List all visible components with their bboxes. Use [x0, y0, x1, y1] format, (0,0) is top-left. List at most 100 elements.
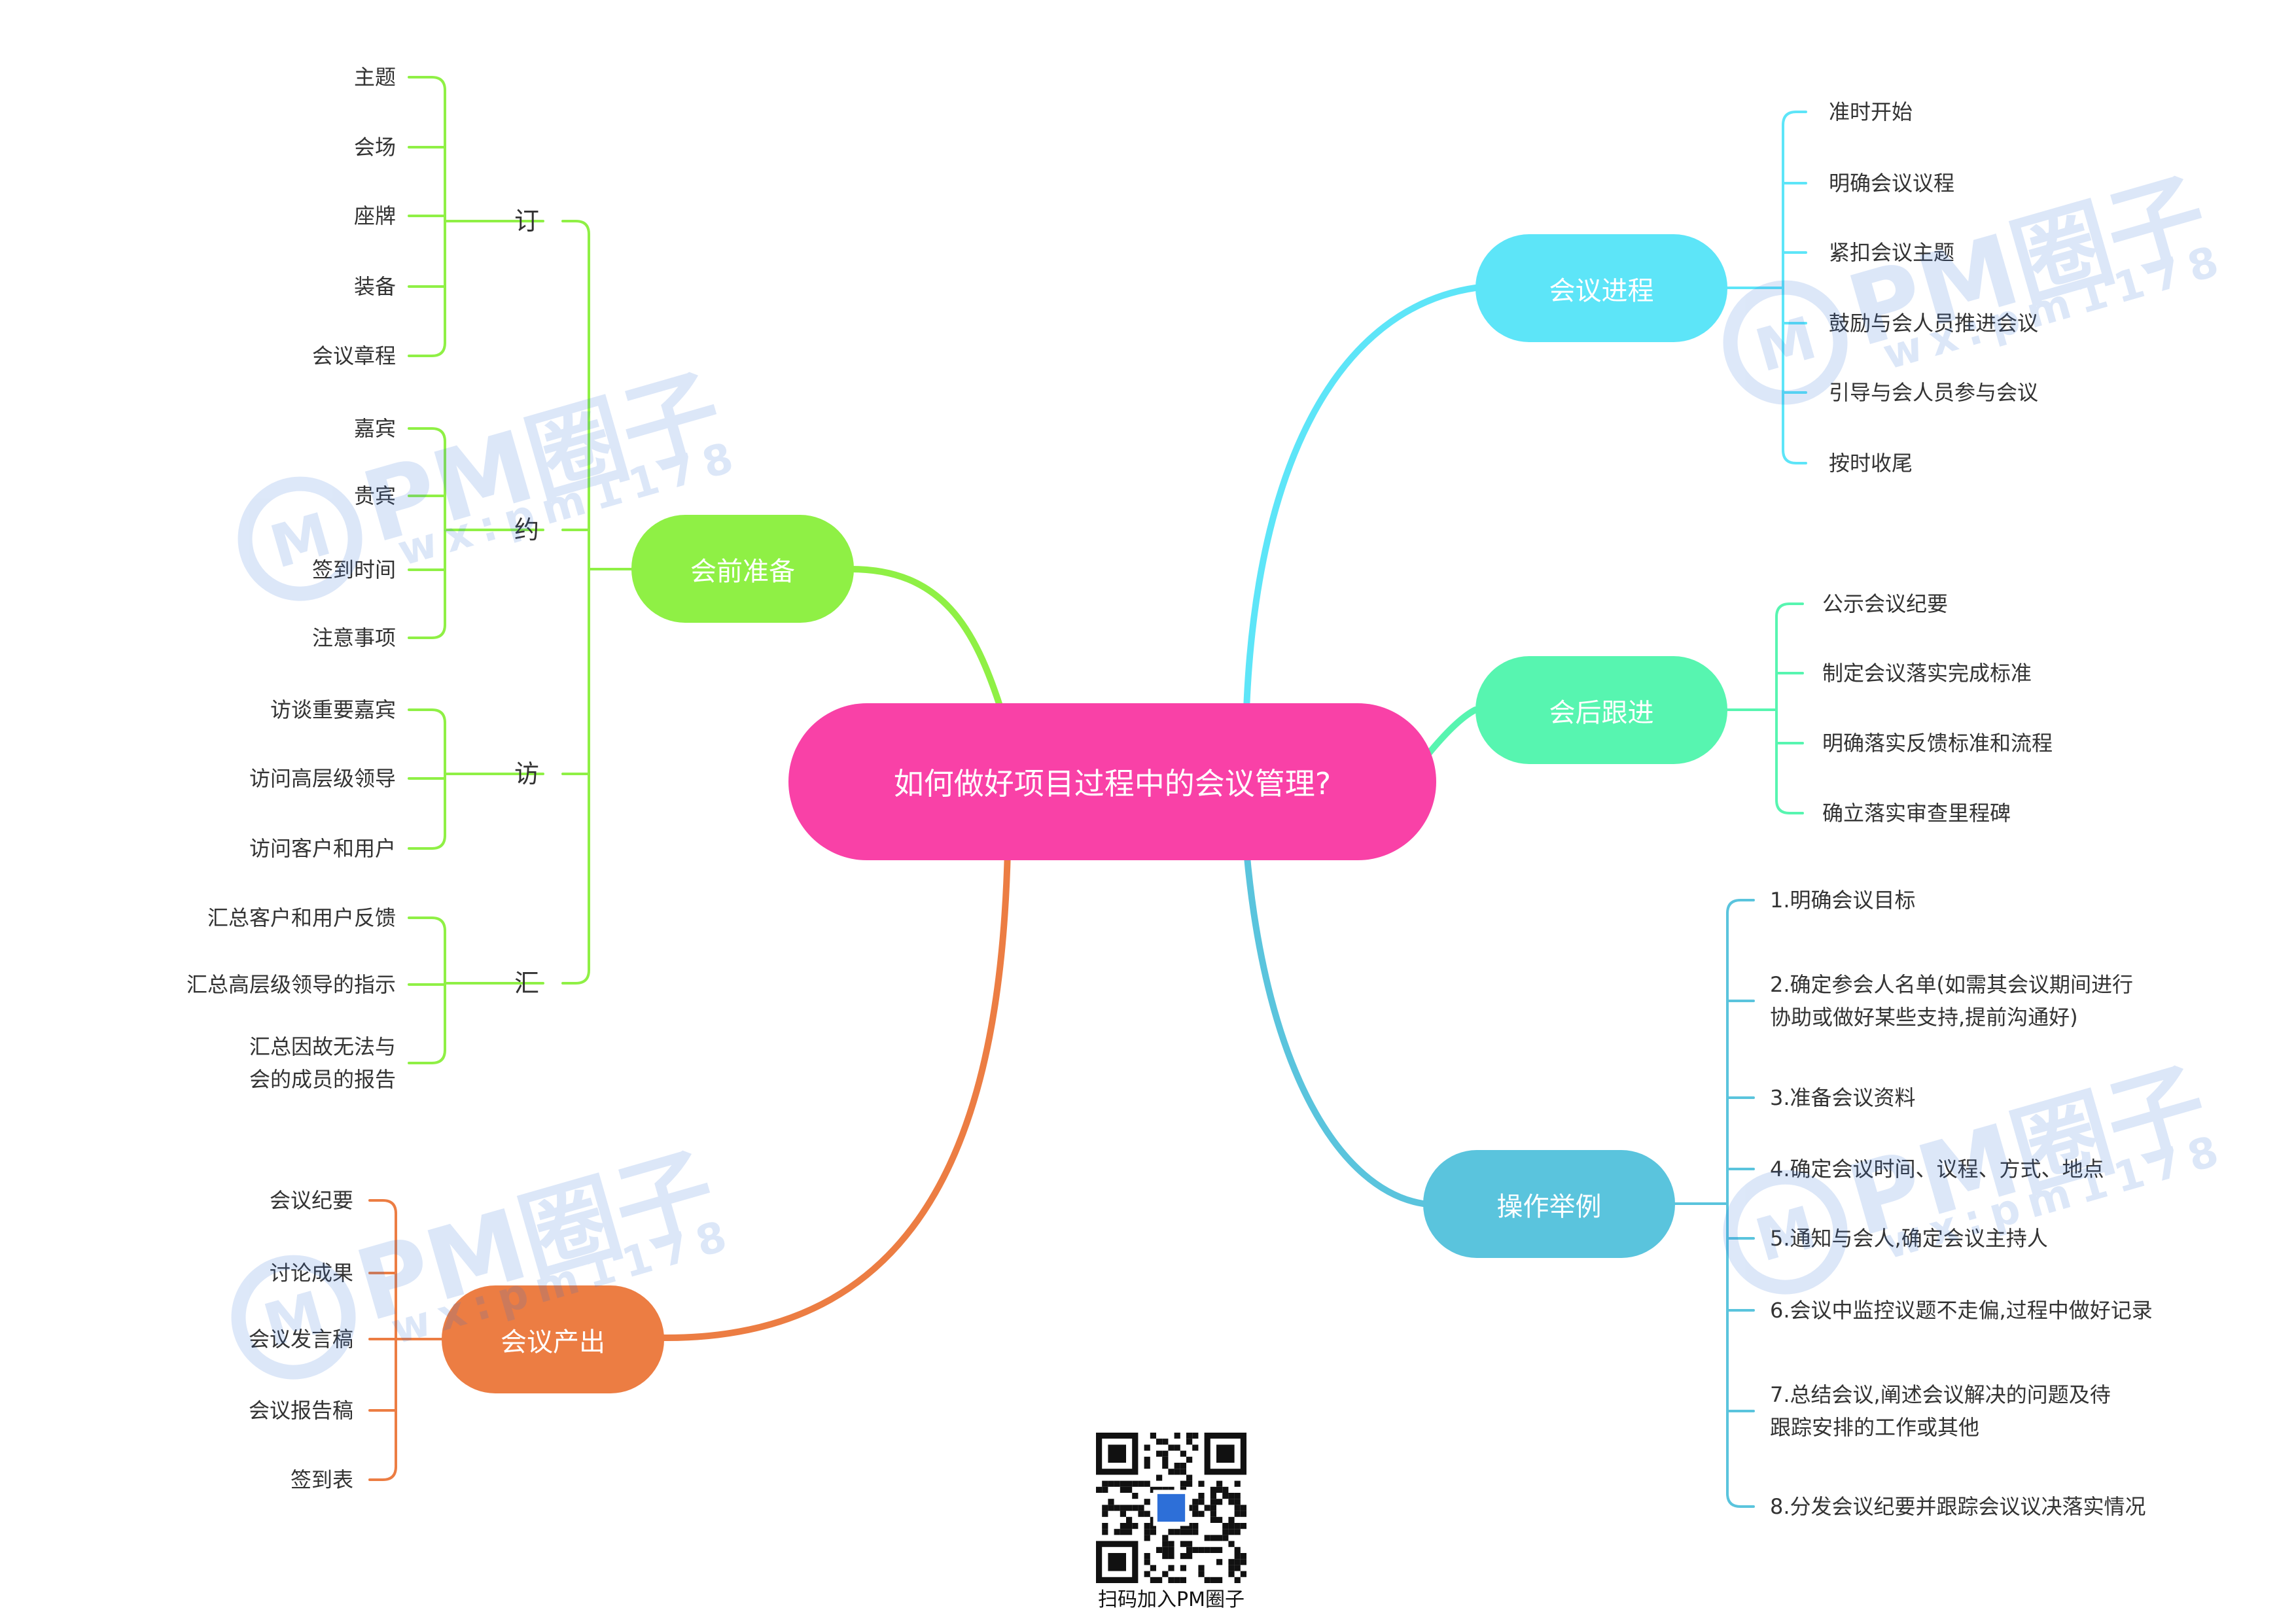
qr-module	[1210, 1577, 1216, 1583]
prep-leaf[interactable]: 汇总客户和用户反馈	[207, 905, 396, 930]
qr-module	[1174, 1529, 1180, 1535]
prep-group-bracket-1-spine	[408, 427, 446, 639]
prep-group-1[interactable]: 约	[514, 515, 539, 544]
qr-module	[1174, 1444, 1180, 1451]
prep-leaf[interactable]: 会议章程	[311, 343, 396, 368]
root-node[interactable]: 如何做好项目过程中的会议管理?	[788, 703, 1436, 860]
qr-module	[1126, 1516, 1133, 1523]
qr-module	[1228, 1559, 1235, 1565]
branch-prep[interactable]: 会前准备	[631, 515, 854, 623]
progress-leaf[interactable]: 紧扣会议主题	[1829, 240, 1955, 265]
prep-group-0[interactable]: 订	[514, 207, 539, 236]
qr-module	[1198, 1510, 1205, 1517]
qr-module	[1228, 1493, 1235, 1499]
qr-module	[1222, 1523, 1229, 1529]
follow-leaf[interactable]: 明确落实反馈标准和流程	[1822, 731, 2053, 756]
prep-leaf[interactable]: 签到时间	[311, 557, 396, 582]
output-leaf[interactable]: 讨论成果	[269, 1261, 353, 1285]
qr-module	[1132, 1480, 1139, 1487]
edge-root-output	[658, 847, 1011, 1342]
prep-leaf[interactable]: 汇总因故无法与 会的成员的报告	[249, 1034, 396, 1092]
example-leaf[interactable]: 5.通知与会人,确定会议主持人	[1770, 1226, 2048, 1251]
qr-module	[1162, 1450, 1169, 1457]
qr-module	[1180, 1553, 1186, 1560]
output-leaf[interactable]: 会议报告稿	[248, 1398, 353, 1423]
prep-leaf[interactable]: 注意事项	[311, 625, 396, 650]
prep-leaf[interactable]: 汇总高层级领导的指示	[186, 972, 396, 997]
qr-module	[1180, 1480, 1186, 1487]
prep-leaf[interactable]: 访问高层级领导	[249, 766, 396, 791]
prep-leaf[interactable]: 访问客户和用户	[249, 836, 396, 861]
qr-module	[1216, 1486, 1223, 1493]
follow-leaf[interactable]: 公示会议纪要	[1822, 591, 1949, 616]
qr-module	[1186, 1475, 1193, 1481]
prep-leaf[interactable]: 座牌	[353, 203, 396, 228]
qr-module	[1192, 1523, 1199, 1529]
example-leaf[interactable]: 8.分发会议纪要并跟踪会议议决落实情况	[1770, 1494, 2146, 1519]
root-node-label: 如何做好项目过程中的会议管理?	[893, 766, 1332, 801]
qr-module	[1192, 1529, 1199, 1535]
branch-progress[interactable]: 会议进程	[1475, 234, 1727, 342]
example-leaf[interactable]: 2.确定参会人名单(如需其会议期间进行 协助或做好某些支持,提前沟通好)	[1770, 972, 2134, 1030]
qr-module	[1222, 1529, 1229, 1535]
qr-module	[1162, 1439, 1169, 1445]
qr-module	[1210, 1493, 1216, 1499]
qr-module	[1210, 1516, 1216, 1523]
qr-module	[1240, 1523, 1246, 1529]
prep-leaf[interactable]: 装备	[353, 274, 396, 299]
example-leaf[interactable]: 3.准备会议资料	[1770, 1085, 1916, 1110]
qr-module	[1102, 1486, 1108, 1493]
progress-leaf[interactable]: 明确会议议程	[1829, 171, 1955, 196]
prep-group-2[interactable]: 访	[514, 759, 539, 788]
example-leaf[interactable]: 4.确定会议时间、议程、方式、地点	[1770, 1157, 2104, 1181]
example-leaf[interactable]: 1.明确会议目标	[1770, 888, 1916, 913]
qr-logo-icon	[1157, 1493, 1186, 1522]
qr-module	[1144, 1499, 1150, 1505]
example-bracket-spine	[1726, 899, 1755, 1508]
qr-module	[1174, 1577, 1180, 1583]
prep-leaf[interactable]: 会场	[353, 135, 396, 160]
qr-module	[1186, 1480, 1193, 1487]
qr-module	[1234, 1565, 1241, 1571]
example-leaf[interactable]: 6.会议中监控议题不走偏,过程中做好记录	[1770, 1298, 2153, 1323]
output-leaf[interactable]: 会议发言稿	[248, 1327, 353, 1352]
qr-module	[1210, 1510, 1216, 1517]
qr-module	[1174, 1469, 1180, 1475]
qr-module	[1198, 1546, 1205, 1553]
qr-module	[1234, 1493, 1241, 1499]
branch-example[interactable]: 操作举例	[1423, 1150, 1675, 1258]
progress-leaf[interactable]: 按时收尾	[1829, 451, 1913, 476]
follow-leaf[interactable]: 确立落实审查里程碑	[1822, 801, 2011, 826]
branch-follow[interactable]: 会后跟进	[1475, 656, 1727, 764]
prep-group-3[interactable]: 汇	[514, 969, 539, 998]
qr-module	[1150, 1523, 1156, 1529]
qr-module	[1180, 1541, 1186, 1547]
qr-module	[1120, 1523, 1126, 1529]
output-leaf[interactable]: 签到表	[290, 1467, 353, 1492]
qr-module	[1216, 1559, 1223, 1565]
qr-module	[1168, 1546, 1174, 1553]
qr-module	[1228, 1499, 1235, 1505]
progress-leaf[interactable]: 引导与会人员参与会议	[1829, 380, 2039, 405]
qr-module	[1156, 1486, 1163, 1493]
prep-leaf[interactable]: 访谈重要嘉宾	[270, 697, 396, 722]
prep-leaf[interactable]: 主题	[353, 65, 396, 90]
qr-module	[1138, 1480, 1144, 1487]
follow-leaf[interactable]: 制定会议落实完成标准	[1822, 661, 2032, 686]
qr-module	[1234, 1529, 1241, 1535]
qr-module	[1120, 1505, 1126, 1511]
qr-module	[1186, 1541, 1193, 1547]
progress-leaf[interactable]: 准时开始	[1829, 99, 1913, 124]
example-leaf[interactable]: 7.总结会议,阐述会议解决的问题及待 跟踪安排的工作或其他	[1770, 1382, 2111, 1440]
progress-leaf[interactable]: 鼓励与会人员推进会议	[1829, 311, 2039, 336]
prep-leaf[interactable]: 贵宾	[353, 483, 396, 508]
qr-module	[1180, 1469, 1186, 1475]
qr-module	[1162, 1535, 1169, 1541]
branch-follow-label: 会后跟进	[1549, 697, 1654, 728]
branch-output[interactable]: 会议产出	[442, 1285, 664, 1393]
qr-module	[1216, 1535, 1223, 1541]
prep-leaf[interactable]: 嘉宾	[353, 416, 396, 441]
output-leaf[interactable]: 会议纪要	[269, 1188, 353, 1213]
qr-module	[1156, 1439, 1163, 1445]
